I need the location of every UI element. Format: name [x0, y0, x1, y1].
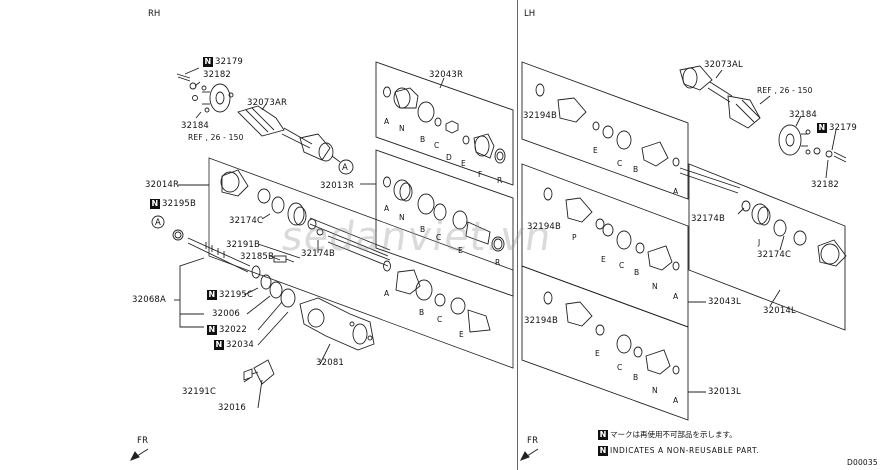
parts-32043R: [383, 86, 506, 164]
letter-b: B: [633, 373, 639, 382]
letter-d: D: [446, 153, 452, 162]
label-32073AR: 32073AR: [247, 98, 288, 108]
letter-e: E: [601, 255, 606, 264]
label-32043R: 32043R: [429, 70, 464, 80]
bearing-bracket-32081: [299, 297, 375, 351]
non-reusable-badge: N: [203, 57, 213, 67]
letter-c: C: [619, 261, 625, 270]
side-divider: [517, 0, 518, 470]
letter-a: A: [384, 289, 390, 298]
letter-c: C: [617, 159, 623, 168]
front-label-lh: FR: [527, 436, 539, 446]
label-32043L: 32043L: [708, 297, 741, 307]
letter-e: E: [459, 330, 464, 339]
hub-assembly-rh: [176, 73, 234, 113]
letter-c: C: [436, 233, 442, 242]
side-label-lh: LH: [524, 9, 536, 19]
label-32174C-rh: 32174C: [229, 216, 264, 226]
hub-assembly-lh: [778, 124, 847, 163]
letter-b: B: [420, 225, 426, 234]
parts-32014R: [220, 169, 491, 333]
label-32184-rh: 32184: [181, 121, 210, 131]
letter-b: B: [633, 165, 639, 174]
parts-32013R: [309, 176, 505, 257]
letter-a: A: [673, 292, 679, 301]
letter-j: J: [758, 238, 761, 247]
front-label-rh: FR: [137, 436, 149, 446]
letter-b: B: [420, 135, 426, 144]
letter-n: N: [652, 386, 658, 395]
label-32174B-lh: 32174B: [691, 214, 726, 224]
kit-box-32194B-1: [521, 61, 689, 200]
letter-c: C: [434, 141, 440, 150]
label-32016: 32016: [218, 403, 247, 413]
letter-n: N: [399, 124, 405, 133]
kit-box-32014L: [688, 163, 846, 331]
kit-box-32043R: [375, 61, 514, 186]
letter-e: E: [595, 349, 600, 358]
letter-e: E: [458, 246, 463, 255]
letter-f: F: [478, 170, 483, 179]
label-32014R: 32014R: [145, 180, 180, 190]
letter-b: B: [419, 308, 425, 317]
parts-lh-box1: [535, 83, 751, 212]
label-32014L: 32014L: [763, 306, 796, 316]
label-ref-lh: REF , 26 - 150: [757, 86, 813, 95]
label-32191B: 32191B: [226, 240, 261, 250]
label-32174C-lh: 32174C: [757, 250, 792, 260]
label-32006: 32006: [212, 309, 241, 319]
label-32081: 32081: [316, 358, 345, 368]
letter-p: P: [572, 233, 577, 242]
shaft-32068A: [172, 229, 296, 308]
callout-a-rh-1: A: [342, 163, 349, 173]
label-32013L: 32013L: [708, 387, 741, 397]
label-32194B-1: 32194B: [523, 111, 558, 121]
parts-32043L: [543, 187, 680, 271]
label-32013R: 32013R: [320, 181, 355, 191]
label-32073AL: 32073AL: [704, 60, 743, 70]
label-32184-lh: 32184: [789, 110, 818, 120]
letter-c: C: [617, 363, 623, 372]
letter-r: R: [495, 258, 501, 267]
bracket-32016: [243, 359, 275, 385]
drive-shaft-32073AR: [237, 105, 354, 175]
letter-a: A: [384, 117, 390, 126]
letter-a: A: [384, 204, 390, 213]
label-32194B-3: 32194B: [524, 316, 559, 326]
letter-e: E: [461, 159, 466, 168]
kit-box-32013L: [521, 265, 689, 421]
drive-shaft-32073AL: [679, 65, 761, 129]
letter-c: C: [437, 315, 443, 324]
label-32068A: 32068A: [132, 295, 167, 305]
letter-a: A: [673, 187, 679, 196]
parts-32013L: [543, 291, 680, 375]
letter-a: A: [673, 396, 679, 405]
letter-r: R: [497, 176, 503, 185]
label-32191C: 32191C: [182, 387, 217, 397]
label-32194B-2: 32194B: [527, 222, 562, 232]
callout-a-rh-2: A: [155, 218, 162, 228]
label-ref-rh: REF , 26 - 150: [188, 133, 244, 142]
letter-n: N: [399, 213, 405, 222]
side-label-rh: RH: [148, 9, 161, 19]
parts-32014L: [751, 203, 847, 267]
label-32185B: 32185B: [240, 252, 275, 262]
letter-e: E: [593, 146, 598, 155]
label-32182-lh: 32182: [811, 180, 840, 190]
letter-n: N: [652, 282, 658, 291]
label-32182-rh: 32182: [203, 70, 232, 80]
letter-b: B: [634, 268, 640, 277]
kit-box-32014R: [208, 157, 514, 369]
diagram-code: D00035: [847, 458, 878, 467]
label-32174B-rh: 32174B: [301, 249, 336, 259]
